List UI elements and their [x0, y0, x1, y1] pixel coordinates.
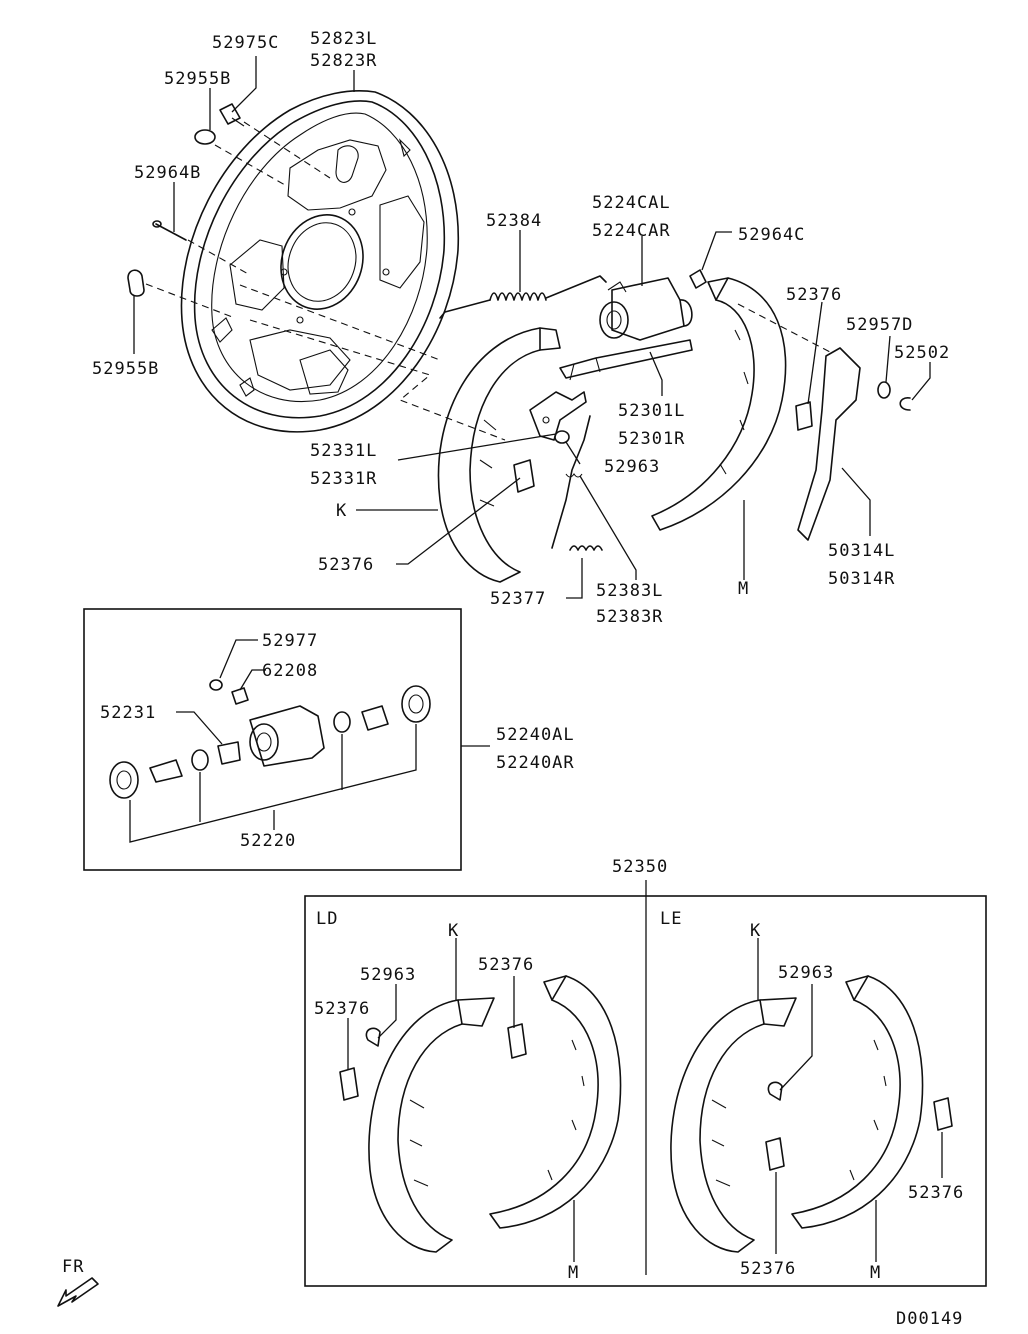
label-5224CAR: 5224CAR: [592, 221, 671, 241]
label-52331R: 52331R: [310, 469, 377, 489]
label-LD-M: M: [568, 1263, 579, 1283]
label-52964B: 52964B: [134, 163, 201, 183]
label-52823L: 52823L: [310, 29, 377, 49]
spring-52377: [569, 545, 603, 551]
backing-plate: [180, 90, 460, 433]
label-LE-K: K: [750, 921, 761, 941]
clip-52963-top: [554, 430, 570, 444]
label-52231: 52231: [100, 703, 156, 723]
label-52301R: 52301R: [618, 429, 685, 449]
pin-52964B: [152, 220, 187, 241]
label-LE-52963: 52963: [778, 963, 834, 983]
label-50314L: 50314L: [828, 541, 895, 561]
label-52955B-bottom: 52955B: [92, 359, 159, 379]
label-52220: 52220: [240, 831, 296, 851]
label-52331L: 52331L: [310, 441, 377, 461]
label-LE: LE: [660, 909, 682, 929]
label-52301L: 52301L: [618, 401, 685, 421]
clip-52502: [899, 397, 911, 411]
label-LD: LD: [316, 909, 338, 929]
label-52384: 52384: [486, 211, 542, 231]
grommet-52955B-bottom: [127, 269, 145, 297]
label-52957D: 52957D: [846, 315, 913, 335]
label-K-top: K: [336, 501, 347, 521]
label-52350: 52350: [612, 857, 668, 877]
bleeder-52964C: [689, 269, 707, 289]
label-52383R: 52383R: [596, 607, 663, 627]
pin-clip-52376-left: [513, 459, 535, 493]
label-52376-top: 52376: [786, 285, 842, 305]
wheel-cylinder-5224CA: [599, 277, 693, 341]
brake-shoe-M-top: [651, 277, 787, 531]
label-52977: 52977: [262, 631, 318, 651]
spring-52384: [439, 275, 607, 319]
pin-clip-52376-right: [795, 401, 813, 431]
label-62208: 62208: [262, 661, 318, 681]
label-LE-52376-bottom: 52376: [740, 1259, 796, 1279]
bolt-52975C: [219, 103, 245, 127]
label-LD-52376-top: 52376: [478, 955, 534, 975]
label-LE-52376-right: 52376: [908, 1183, 964, 1203]
label-52955B-top: 52955B: [164, 69, 231, 89]
label-LD-52963: 52963: [360, 965, 416, 985]
label-52240AL: 52240AL: [496, 725, 575, 745]
label-52383L: 52383L: [596, 581, 663, 601]
label-52377: 52377: [490, 589, 546, 609]
label-52376-left: 52376: [318, 555, 374, 575]
label-52823R: 52823R: [310, 51, 377, 71]
label-52502: 52502: [894, 343, 950, 363]
label-52240AR: 52240AR: [496, 753, 575, 773]
grommet-52955B-top: [194, 129, 216, 145]
inset-shoe-kit: LD LE K 52963 52376 52376 M: [304, 895, 987, 1287]
label-52975C: 52975C: [212, 33, 279, 53]
label-LE-M: M: [870, 1263, 881, 1283]
label-M-top: M: [738, 579, 749, 599]
label-52964C: 52964C: [738, 225, 805, 245]
adjuster-52301: [559, 339, 693, 381]
label-52963-top: 52963: [604, 457, 660, 477]
label-5224CAL: 5224CAL: [592, 193, 671, 213]
washer-52957D: [877, 381, 891, 399]
diagram-code: D00149: [896, 1309, 963, 1329]
front-arrow-icon: [57, 1277, 99, 1307]
lever-52331: [529, 391, 587, 441]
lever-50314: [797, 347, 861, 541]
label-LD-52376-left: 52376: [314, 999, 370, 1019]
brake-shoe-K-top: [437, 327, 561, 583]
inset-wheel-cylinder: 52977 62208 52231 52220: [83, 608, 490, 871]
label-50314R: 50314R: [828, 569, 895, 589]
label-FR: FR: [62, 1257, 84, 1277]
label-LD-K: K: [448, 921, 459, 941]
